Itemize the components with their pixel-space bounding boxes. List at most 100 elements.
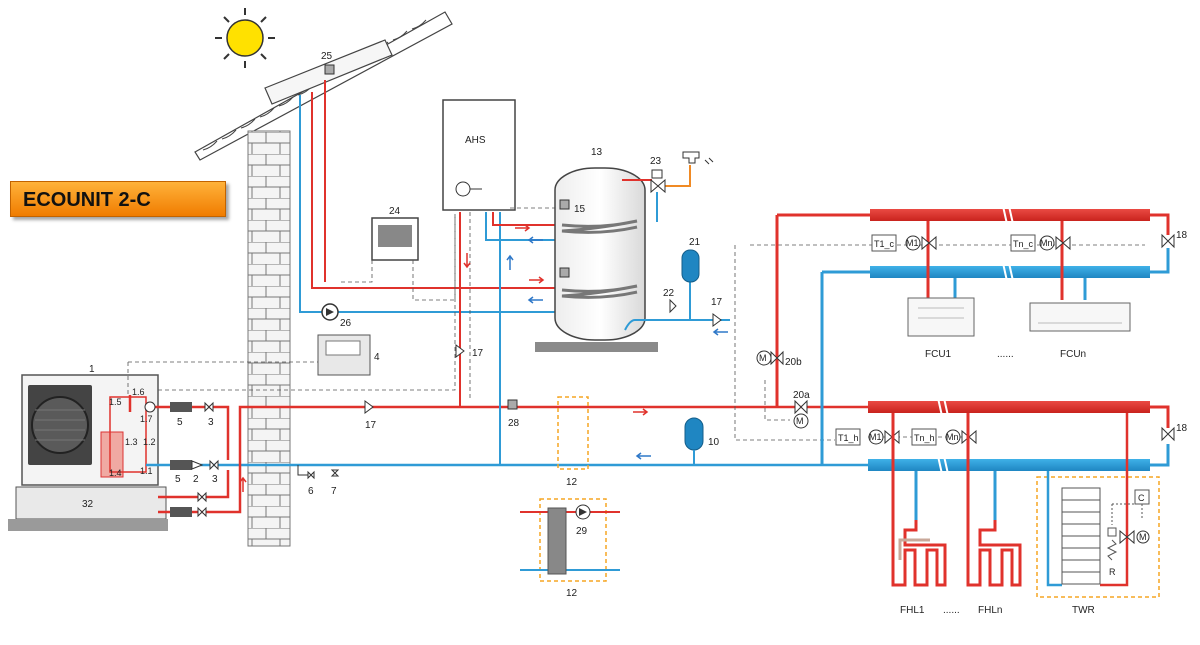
- sensor-t1c: T1_c: [871, 234, 897, 252]
- motor-valve-m1-heating: M1: [868, 429, 900, 445]
- label-3b: 3: [212, 474, 218, 485]
- svg-text:Tn_h: Tn_h: [914, 433, 935, 443]
- motor-valve-mn-cooling: Mn: [1039, 235, 1071, 251]
- fcun-unit: FCUn: [1029, 302, 1131, 360]
- label-1-1: 1.1: [140, 466, 153, 476]
- label-3a: 3: [208, 417, 214, 428]
- fhl-dots: ......: [943, 605, 960, 616]
- heating-header-red: [868, 401, 1150, 413]
- check-valve-17c: 17: [711, 297, 723, 327]
- drain-valves: 6 7: [297, 465, 340, 497]
- svg-text:Mn: Mn: [946, 432, 959, 442]
- floor-heating-loop-1: FHL1: [891, 480, 947, 616]
- sensor-tnc: Tn_c: [1010, 234, 1036, 252]
- faucet-icon: [682, 151, 714, 165]
- dhw-tank: 13 15: [535, 147, 658, 352]
- motor-valve-20b: M 20b: [756, 350, 802, 368]
- outdoor-unit: 1 32 1.5 1.6 1.7 1.3 1.2 1.4 1.1: [8, 364, 168, 531]
- label-1-4: 1.4: [109, 468, 122, 478]
- bypass-valve-18-top: 18: [1161, 230, 1188, 249]
- label-2: 2: [193, 474, 199, 485]
- label-10: 10: [708, 437, 720, 448]
- label-13: 13: [591, 147, 603, 158]
- label-4: 4: [374, 352, 380, 363]
- svg-text:T1_h: T1_h: [838, 433, 859, 443]
- safety-valve-22: 22: [663, 288, 677, 314]
- sensor-t1h: T1_h: [835, 428, 861, 446]
- label-1-2: 1.2: [143, 437, 156, 447]
- label-20b: 20b: [785, 357, 802, 368]
- valve-3a: [204, 401, 214, 413]
- label-25: 25: [321, 51, 333, 62]
- ahs-boiler: AHS: [442, 99, 516, 211]
- label-26: 26: [340, 318, 352, 329]
- svg-text:Tn_c: Tn_c: [1013, 239, 1034, 249]
- svg-text:18: 18: [1176, 423, 1188, 434]
- heating-header-blue: [868, 459, 1150, 471]
- ground-slab: [8, 519, 168, 531]
- wired-controller: 4: [317, 334, 380, 376]
- label-23: 23: [650, 156, 662, 167]
- inset-balance-tank: 29 12: [520, 498, 620, 599]
- filter-5b: [170, 460, 192, 470]
- label-15: 15: [574, 204, 586, 215]
- label-21: 21: [689, 237, 701, 248]
- svg-text:M1: M1: [906, 238, 919, 248]
- balance-tank-12: 12: [557, 396, 589, 488]
- valve-lower-a: [197, 491, 207, 503]
- mixing-valve-23: 23: [650, 156, 666, 194]
- check-valve-17: 17: [364, 400, 377, 431]
- svg-text:T1_c: T1_c: [874, 239, 895, 249]
- valve-lower-b: [197, 506, 207, 518]
- strainer-2: [191, 460, 204, 470]
- label-6: 6: [308, 486, 314, 497]
- check-valve-17b: 17: [455, 344, 484, 359]
- expansion-vessel-10: 10: [684, 417, 720, 465]
- fcu1-label: FCU1: [925, 349, 952, 360]
- filter-5a: [170, 402, 192, 412]
- label-1-6: 1.6: [132, 387, 145, 397]
- svg-text:C: C: [1138, 493, 1145, 503]
- label-1-5: 1.5: [109, 397, 122, 407]
- brick-wall: [247, 130, 291, 547]
- label-20a: 20a: [793, 390, 810, 401]
- svg-text:18: 18: [1176, 230, 1188, 241]
- label-7: 7: [331, 486, 337, 497]
- svg-text:12: 12: [566, 477, 578, 488]
- label-29: 29: [576, 526, 588, 537]
- label-24: 24: [389, 206, 401, 217]
- svg-text:FHLn: FHLn: [978, 605, 1002, 616]
- label-5b: 5: [175, 474, 181, 485]
- label-28: 28: [508, 418, 520, 429]
- label-5a: 5: [177, 417, 183, 428]
- motor-valve-20a: M 20a: [793, 390, 810, 429]
- fcu-dots: ......: [997, 349, 1014, 360]
- sun-icon: [215, 8, 275, 68]
- svg-text:M: M: [796, 416, 804, 426]
- solar-pump-26: 26: [321, 303, 352, 329]
- sensor-tnh: Tn_h: [911, 428, 937, 446]
- filter-32: [170, 507, 192, 517]
- svg-text:TWR: TWR: [1072, 605, 1095, 616]
- expansion-vessel-21: 21: [681, 237, 701, 283]
- svg-text:M: M: [759, 353, 767, 363]
- title-badge: ECOUNIT 2-C: [10, 181, 226, 217]
- motor-valve-m1-cooling: M1: [905, 235, 937, 251]
- bypass-valve-18-bottom: 18: [1161, 423, 1188, 442]
- label-22: 22: [663, 288, 675, 299]
- fcu1-unit: FCU1: [907, 297, 975, 360]
- svg-text:R: R: [1109, 567, 1116, 577]
- svg-text:17: 17: [365, 420, 377, 431]
- valve-3b: [209, 459, 219, 471]
- svg-text:M: M: [1139, 532, 1147, 542]
- pump-icon-1-7: [144, 401, 156, 413]
- label-1: 1: [89, 364, 95, 375]
- svg-text:12: 12: [566, 588, 578, 599]
- label-1-3: 1.3: [125, 437, 138, 447]
- fcun-label: FCUn: [1060, 349, 1086, 360]
- floor-heating-loop-n: FHLn: [966, 480, 1022, 616]
- svg-text:M1: M1: [869, 432, 882, 442]
- solar-controller: 24: [371, 206, 419, 261]
- svg-text:FHL1: FHL1: [900, 605, 925, 616]
